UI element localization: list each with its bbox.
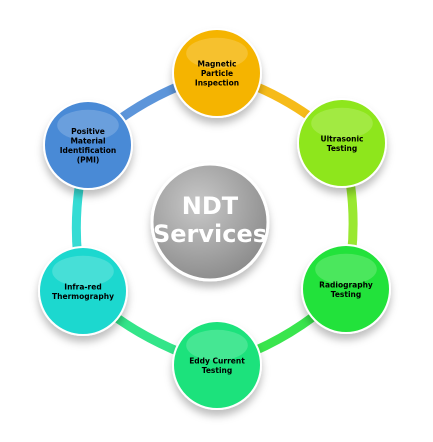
node-label-eddy-line1: Eddy Current: [189, 356, 245, 365]
node-label-ultrasonic-line2: Testing: [327, 144, 358, 153]
service-nodes: MagneticParticleInspectionUltrasonicTest…: [38, 28, 391, 410]
node-label-magnetic-line1: Magnetic: [198, 60, 237, 69]
node-label-radiography-line2: Testing: [331, 290, 362, 299]
node-label-thermography-line1: Infra-red: [64, 282, 101, 291]
node-label-magnetic-line3: Inspection: [195, 79, 239, 88]
center-node: NDT Services: [150, 162, 270, 282]
node-label-magnetic-line2: Particle: [201, 69, 233, 78]
node-gloss-ultrasonic: [311, 107, 373, 139]
node-label-thermography-line2: Thermography: [52, 292, 114, 301]
center-title-line2: Services: [153, 220, 267, 248]
node-label-eddy-line2: Testing: [202, 366, 233, 375]
node-label-pmi-line2: Material: [70, 136, 105, 145]
node-label-ultrasonic-line1: Ultrasonic: [321, 134, 364, 143]
node-gloss-pmi: [57, 109, 119, 141]
node-label-pmi-line4: (PMI): [77, 155, 100, 164]
node-gloss-eddy: [186, 329, 248, 361]
node-label-pmi-line1: Positive: [71, 127, 105, 136]
node-label-radiography-line1: Radiography: [319, 280, 373, 289]
node-gloss-radiography: [315, 253, 377, 285]
center-circle: [150, 162, 270, 282]
node-label-pmi-line3: Identification: [60, 146, 116, 155]
node-gloss-magnetic: [186, 37, 248, 69]
center-title-line1: NDT: [182, 192, 239, 220]
node-gloss-thermography: [52, 255, 114, 287]
